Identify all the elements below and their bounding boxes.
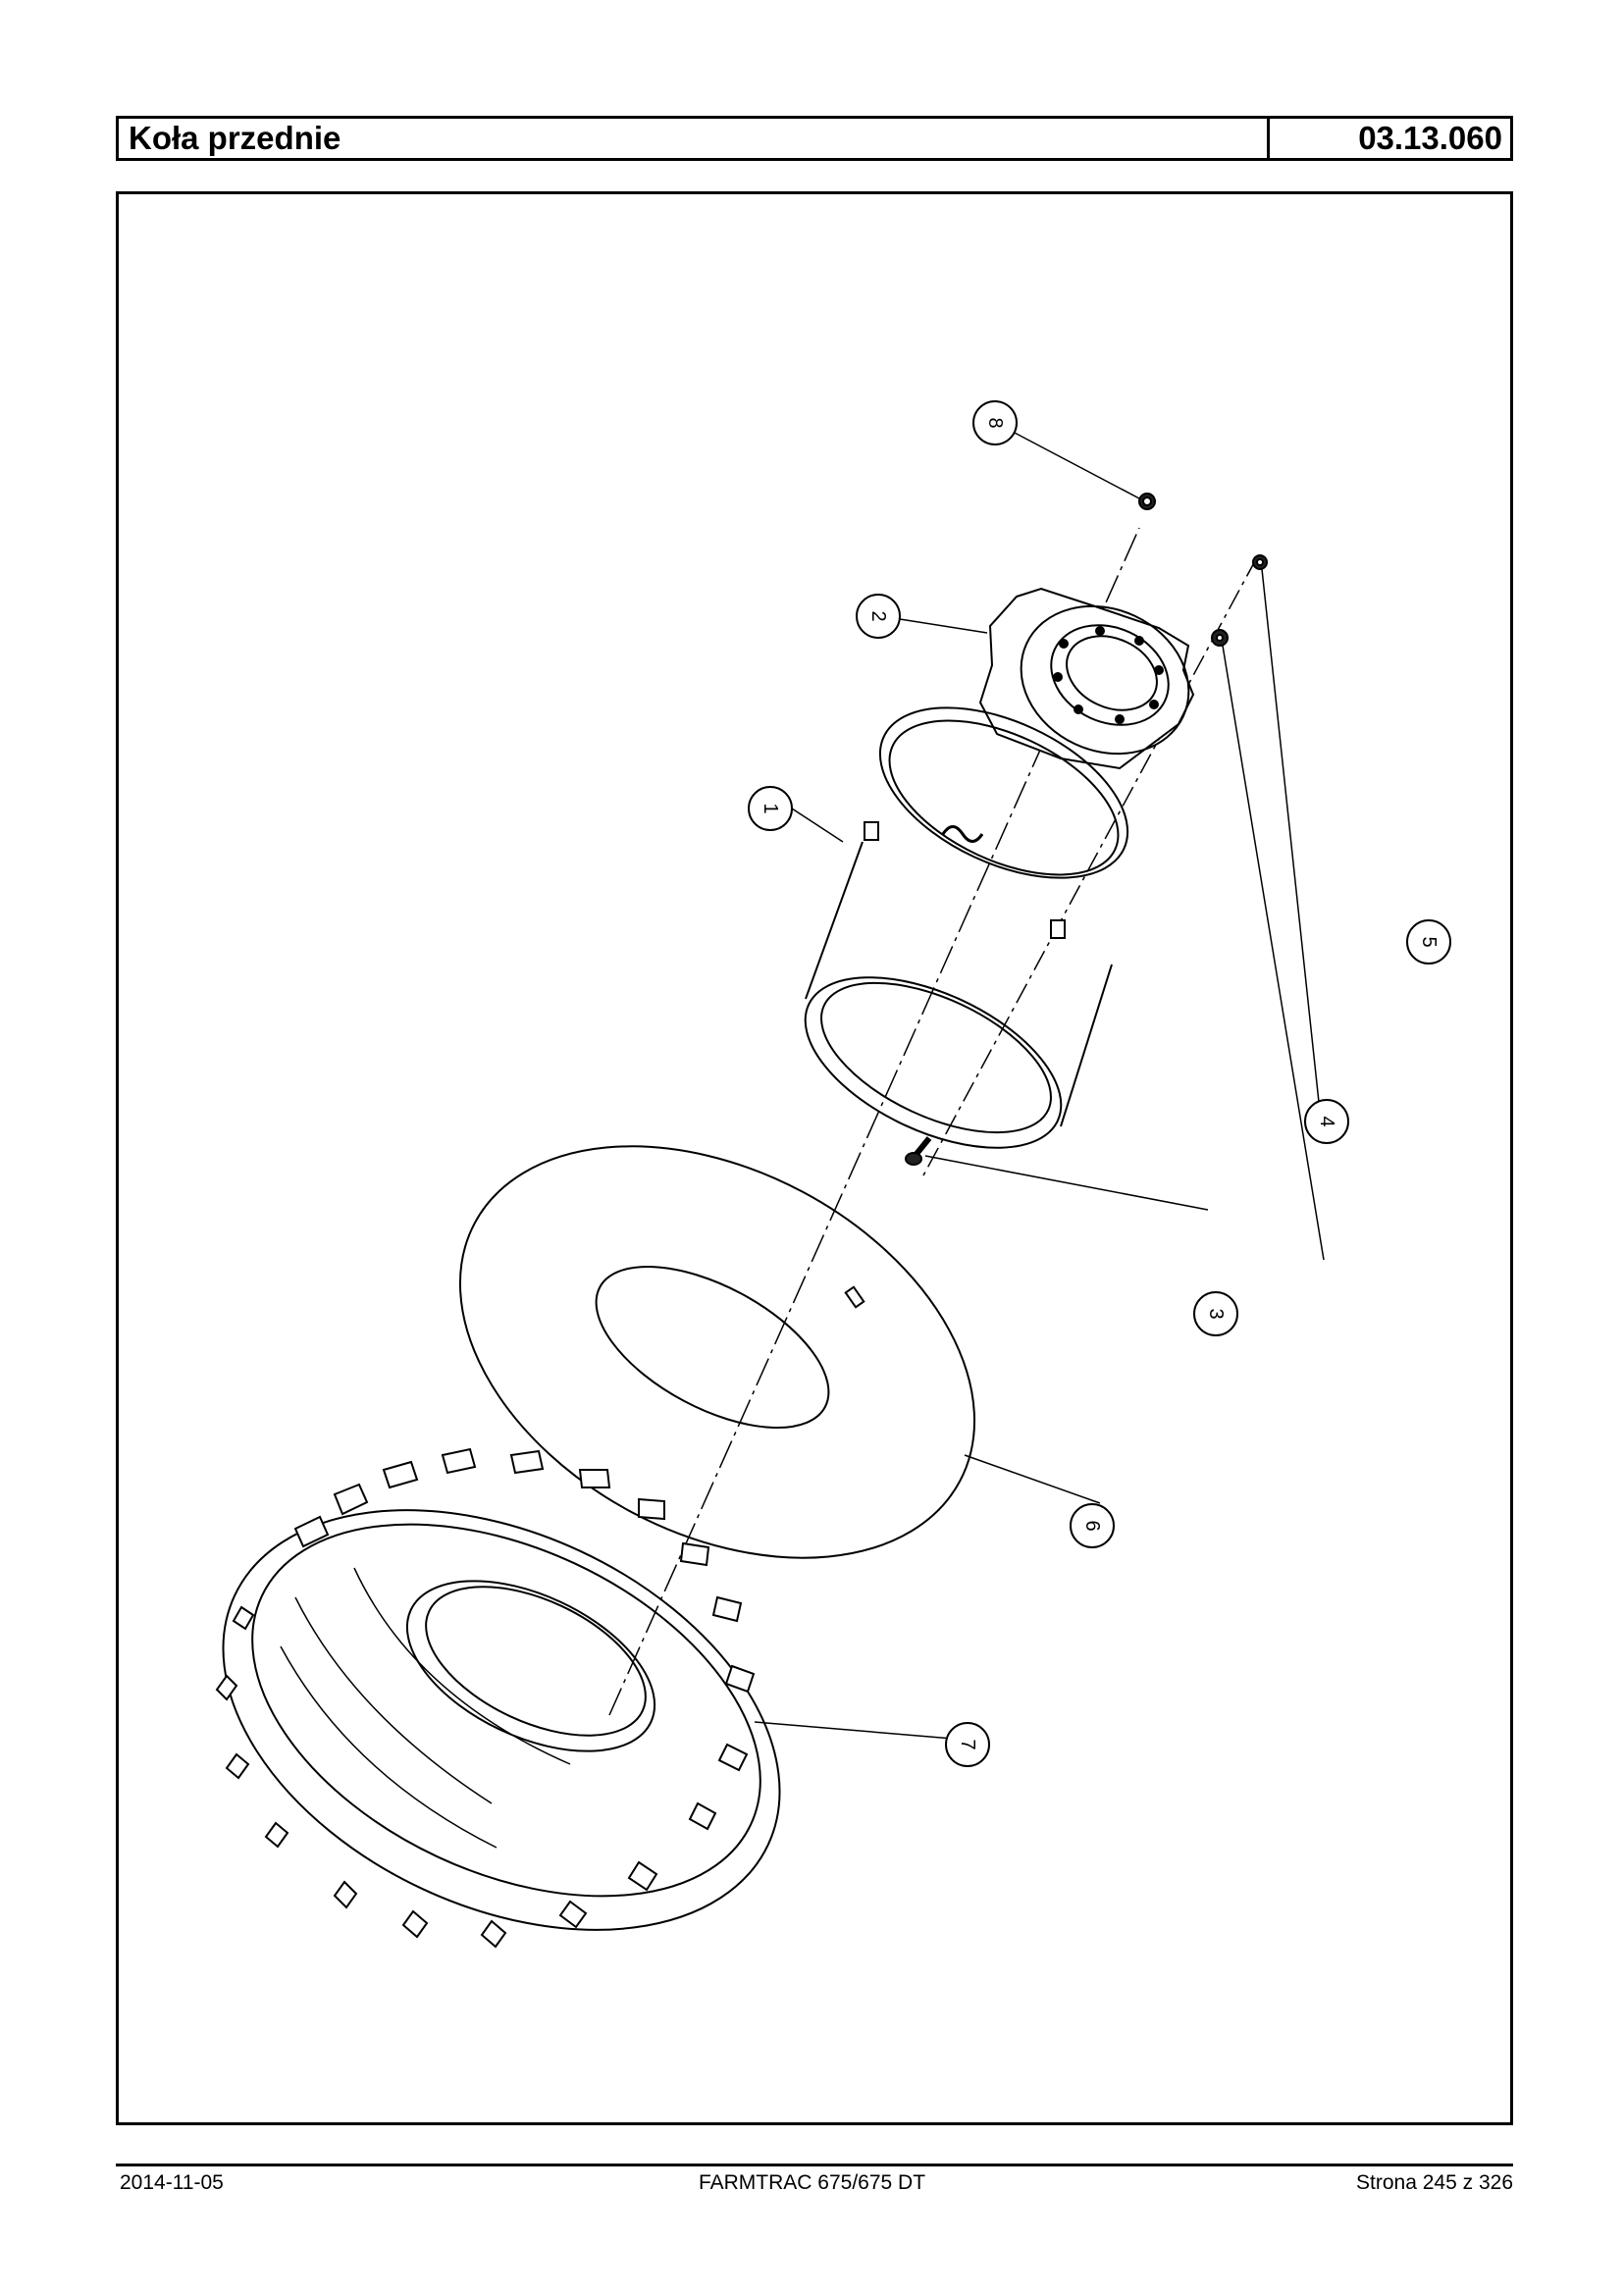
valve-nut-icon: [1138, 493, 1156, 510]
section-code: 03.13.060: [1358, 120, 1502, 156]
callout-label-3: 3: [1205, 1308, 1227, 1319]
callout-1: [748, 786, 793, 831]
callout-6: [1070, 1503, 1115, 1548]
callout-label-7: 7: [957, 1739, 978, 1749]
fastener-axis-line: [922, 556, 1258, 1176]
footer-model: FARMTRAC 675/675 DT: [698, 2171, 926, 2194]
exploded-wheel-diagram: 8 2 1 5 4 3 6 7: [215, 400, 1451, 1949]
wheel-disc-icon: [978, 587, 1195, 770]
tire-icon: [215, 1447, 781, 1949]
callout-label-6: 6: [1081, 1520, 1103, 1531]
footer-rule: [116, 2164, 1513, 2166]
bolt-icon: [905, 1136, 932, 1166]
callout-2: [856, 594, 901, 639]
callout-7: [945, 1722, 990, 1767]
callout-5: [1406, 919, 1451, 965]
callout-3: [1193, 1291, 1238, 1336]
washer-icon: [1211, 629, 1229, 647]
inner-tube-icon: [458, 1145, 976, 1559]
diagram-frame: 8 2 1 5 4 3 6 7: [116, 191, 1513, 2125]
callout-label-5: 5: [1418, 936, 1440, 947]
page-title: Koła przednie: [119, 119, 1270, 158]
callout-label-2: 2: [867, 610, 889, 621]
footer-date: 2014-11-05: [120, 2171, 224, 2194]
leader-lines: [754, 431, 1325, 1740]
footer-page-number: Strona 245 z 326: [1356, 2171, 1513, 2194]
nut-icon: [1252, 554, 1268, 570]
page-header: Koła przednie 03.13.060: [116, 116, 1513, 161]
callout-label-1: 1: [760, 803, 781, 813]
callout-8: [972, 400, 1018, 445]
rim-icon: [804, 706, 1129, 1149]
callout-4: [1304, 1099, 1349, 1144]
callout-label-8: 8: [984, 417, 1006, 428]
callout-label-4: 4: [1316, 1116, 1337, 1126]
